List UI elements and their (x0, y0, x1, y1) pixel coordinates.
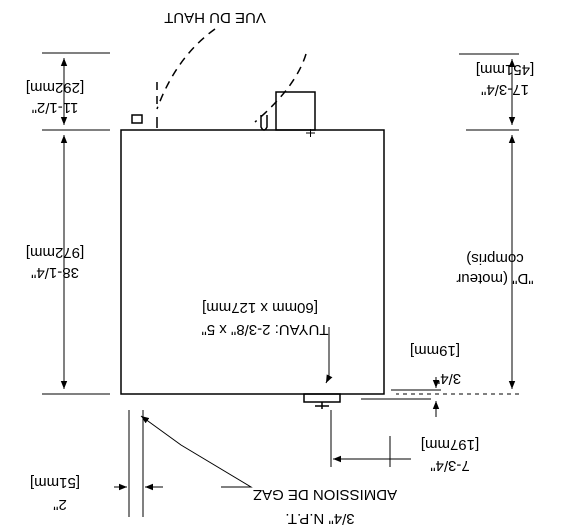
flue-collar (275, 91, 316, 131)
height-imperial-label: 38-1/4" (31, 264, 79, 281)
labels: VUE DU HAUT 38-1/4" [972mm] 11-1/2" [292… (26, 9, 534, 527)
flue-height-imperial-label: 11-1/2" (32, 99, 79, 116)
gas-side-imperial-label: 7-3/4" (430, 457, 470, 474)
gas-leader (140, 415, 253, 488)
gas-side-metric-label: [197mm] (421, 436, 479, 453)
vent-label-line1: TUYAU: 2-3/8" x 5" (201, 321, 328, 338)
gas-fitting (131, 114, 143, 124)
pipe-stub (260, 115, 268, 131)
door-clearance-metric-label: [451mm] (476, 61, 534, 78)
gas-inlet-line2: 3/4" N.P.T. (285, 510, 354, 527)
gas-inlet-line1: ADMISSION DE GAZ (253, 486, 397, 503)
top-view-label: VUE DU HAUT (164, 9, 266, 26)
gas-offset-metric-label: [51mm] (30, 474, 80, 491)
depth-d-line2: compris) (466, 250, 524, 267)
flue-height-metric-label: [292mm] (26, 79, 84, 96)
vent-label-line2: [60mm x 127mm] (202, 299, 318, 316)
offset-imperial-label: 3/4" (435, 370, 461, 387)
cabinet-outline (120, 129, 385, 395)
door-swing-right (156, 28, 216, 110)
depth-d-line1: "D" (moteur (456, 270, 533, 287)
vent-fitting (303, 393, 341, 403)
offset-metric-label: [19mm] (410, 342, 460, 359)
door-clearance-imperial-label: 17-3/4" (481, 81, 529, 98)
door-swing-left (254, 53, 307, 123)
height-metric-label: [972mm] (26, 244, 84, 261)
vent-leader (325, 327, 333, 384)
gas-offset-imperial-label: 2" (53, 496, 67, 513)
